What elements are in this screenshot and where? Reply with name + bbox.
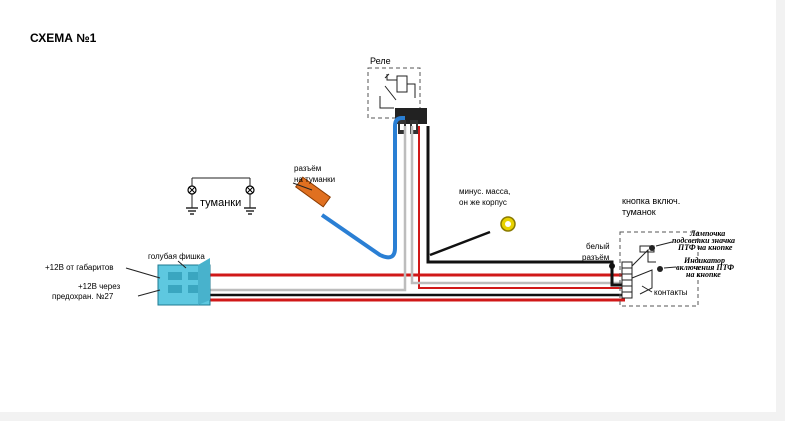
blue-plug-label: голубая фишка xyxy=(148,252,205,261)
fog-button xyxy=(619,231,699,307)
relay-label: Реле xyxy=(370,56,391,66)
ring-terminal-icon xyxy=(500,216,516,232)
button-label-2: туманок xyxy=(622,207,656,217)
ground-icon xyxy=(244,205,256,215)
black-wire xyxy=(426,126,622,287)
lamp-label-1: Лампочка xyxy=(689,229,725,238)
bulb-icon xyxy=(657,266,663,272)
fog-connector xyxy=(295,176,331,208)
white-wire xyxy=(410,126,622,285)
blue-wire xyxy=(320,116,405,260)
diagram-title: СХЕМА №1 xyxy=(30,31,97,45)
plus12-fuse-label-1: +12В через xyxy=(78,282,120,291)
white-connector-label-2: разъём xyxy=(582,253,609,262)
white-connector-label-1: белый xyxy=(586,242,610,251)
indicator-label-1: Индикатор xyxy=(683,256,725,265)
bulb-icon xyxy=(649,245,655,251)
fog-lamps xyxy=(186,177,256,215)
fog-connector-label-1: разъём xyxy=(294,164,321,173)
indicator-label-2: включения ПТФ xyxy=(676,263,734,272)
white-wire-plug xyxy=(210,126,407,292)
fog-lamp-icon xyxy=(187,185,197,195)
fog-lamps-label: туманки xyxy=(200,197,241,209)
red-wire-relay xyxy=(418,126,622,289)
contacts-label: контакты xyxy=(654,288,688,297)
ground-icon xyxy=(186,205,198,215)
ground-wire xyxy=(429,230,491,257)
blue-plug xyxy=(157,258,211,306)
relay-icon xyxy=(379,73,416,109)
ground-label-1: минус. масса, xyxy=(459,187,510,196)
fog-lamp-icon xyxy=(245,185,255,195)
plus12-fuse-label-2: предохран. №27 xyxy=(52,292,114,301)
fog-connector-label-2: на туманки xyxy=(294,175,335,184)
plus12-parking-label: +12В от габаритов xyxy=(45,263,114,272)
button-label-1: кнопка включ. xyxy=(622,196,680,206)
lamp-label-3: ПТФ на кнопке xyxy=(677,243,733,252)
lamp-label-2: подсветки значка xyxy=(672,236,735,245)
ground-label-2: он же корпус xyxy=(459,198,507,207)
indicator-label-3: на кнопке xyxy=(686,270,721,279)
